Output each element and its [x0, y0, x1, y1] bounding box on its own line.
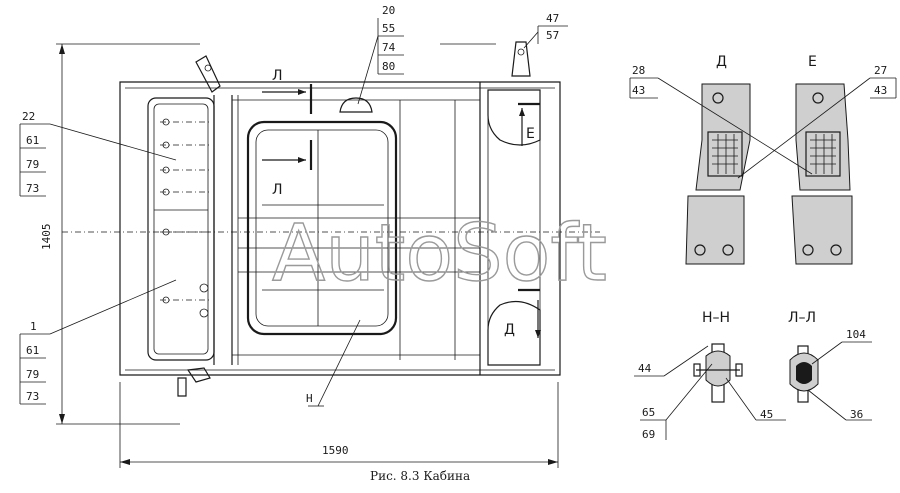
svg-text:Е: Е — [526, 126, 535, 142]
callout-1: 1 61 79 73 — [19, 279, 177, 405]
svg-text:43: 43 — [632, 84, 645, 97]
figure-caption: Рис. 8.3 Кабина — [370, 469, 470, 483]
width-label: 1590 — [322, 444, 349, 457]
callout-44: 44 — [634, 345, 709, 377]
svg-text:74: 74 — [382, 41, 396, 54]
callout-22: 22 61 79 73 — [19, 110, 177, 197]
svg-text:65: 65 — [642, 406, 655, 419]
callout-104: 104 — [811, 328, 872, 365]
svg-text:45: 45 — [760, 408, 773, 421]
height-label: 1405 — [40, 224, 53, 251]
svg-text:57: 57 — [546, 29, 559, 42]
svg-text:61: 61 — [26, 134, 39, 147]
svg-text:73: 73 — [26, 182, 39, 195]
callout-20: 20 55 74 80 — [357, 4, 404, 105]
svg-text:22: 22 — [22, 110, 35, 123]
view-d-panel — [685, 83, 751, 265]
view-e-title: Е — [808, 54, 817, 70]
svg-text:43: 43 — [874, 84, 887, 97]
svg-text:55: 55 — [382, 22, 395, 35]
svg-text:79: 79 — [26, 158, 39, 171]
view-d-title: Д — [716, 54, 727, 70]
section-hh — [693, 343, 743, 403]
cabin-body — [119, 41, 561, 397]
svg-text:Д: Д — [504, 322, 515, 338]
dimension-width: 1590 — [119, 382, 559, 468]
door-bolts — [160, 118, 210, 318]
svg-text:61: 61 — [26, 344, 39, 357]
svg-text:Л: Л — [272, 182, 283, 198]
section-mark-d: Д — [504, 288, 541, 338]
callout-36: 36 — [807, 389, 872, 421]
section-mark-l-mid: Л — [262, 140, 313, 198]
section-ll-title: Л–Л — [788, 310, 816, 326]
svg-text:Л: Л — [272, 68, 283, 84]
svg-text:44: 44 — [638, 362, 652, 375]
watermark: AutoSoft — [272, 209, 607, 299]
svg-text:36: 36 — [850, 408, 863, 421]
callout-28: 28 43 — [629, 64, 813, 175]
svg-text:79: 79 — [26, 368, 39, 381]
svg-text:104: 104 — [846, 328, 866, 341]
callout-65: 65 69 — [640, 363, 713, 441]
svg-text:Н: Н — [306, 392, 313, 405]
section-mark-e: Е — [518, 102, 540, 146]
svg-text:47: 47 — [546, 12, 559, 25]
svg-text:28: 28 — [632, 64, 645, 77]
callout-h: Н — [306, 319, 361, 407]
svg-text:73: 73 — [26, 390, 39, 403]
section-hh-title: Н–Н — [702, 310, 730, 326]
svg-text:69: 69 — [642, 428, 655, 441]
section-ll — [789, 345, 819, 403]
callout-27: 27 43 — [737, 64, 897, 179]
svg-text:1: 1 — [30, 320, 37, 333]
dimension-height: 1405 — [40, 43, 200, 425]
section-mark-l-top: Л — [262, 68, 313, 114]
svg-text:80: 80 — [382, 60, 395, 73]
callout-45: 45 — [725, 377, 786, 421]
svg-text:20: 20 — [382, 4, 395, 17]
view-e-panel — [791, 83, 853, 265]
svg-text:27: 27 — [874, 64, 887, 77]
callout-47: 47 57 — [523, 12, 568, 49]
